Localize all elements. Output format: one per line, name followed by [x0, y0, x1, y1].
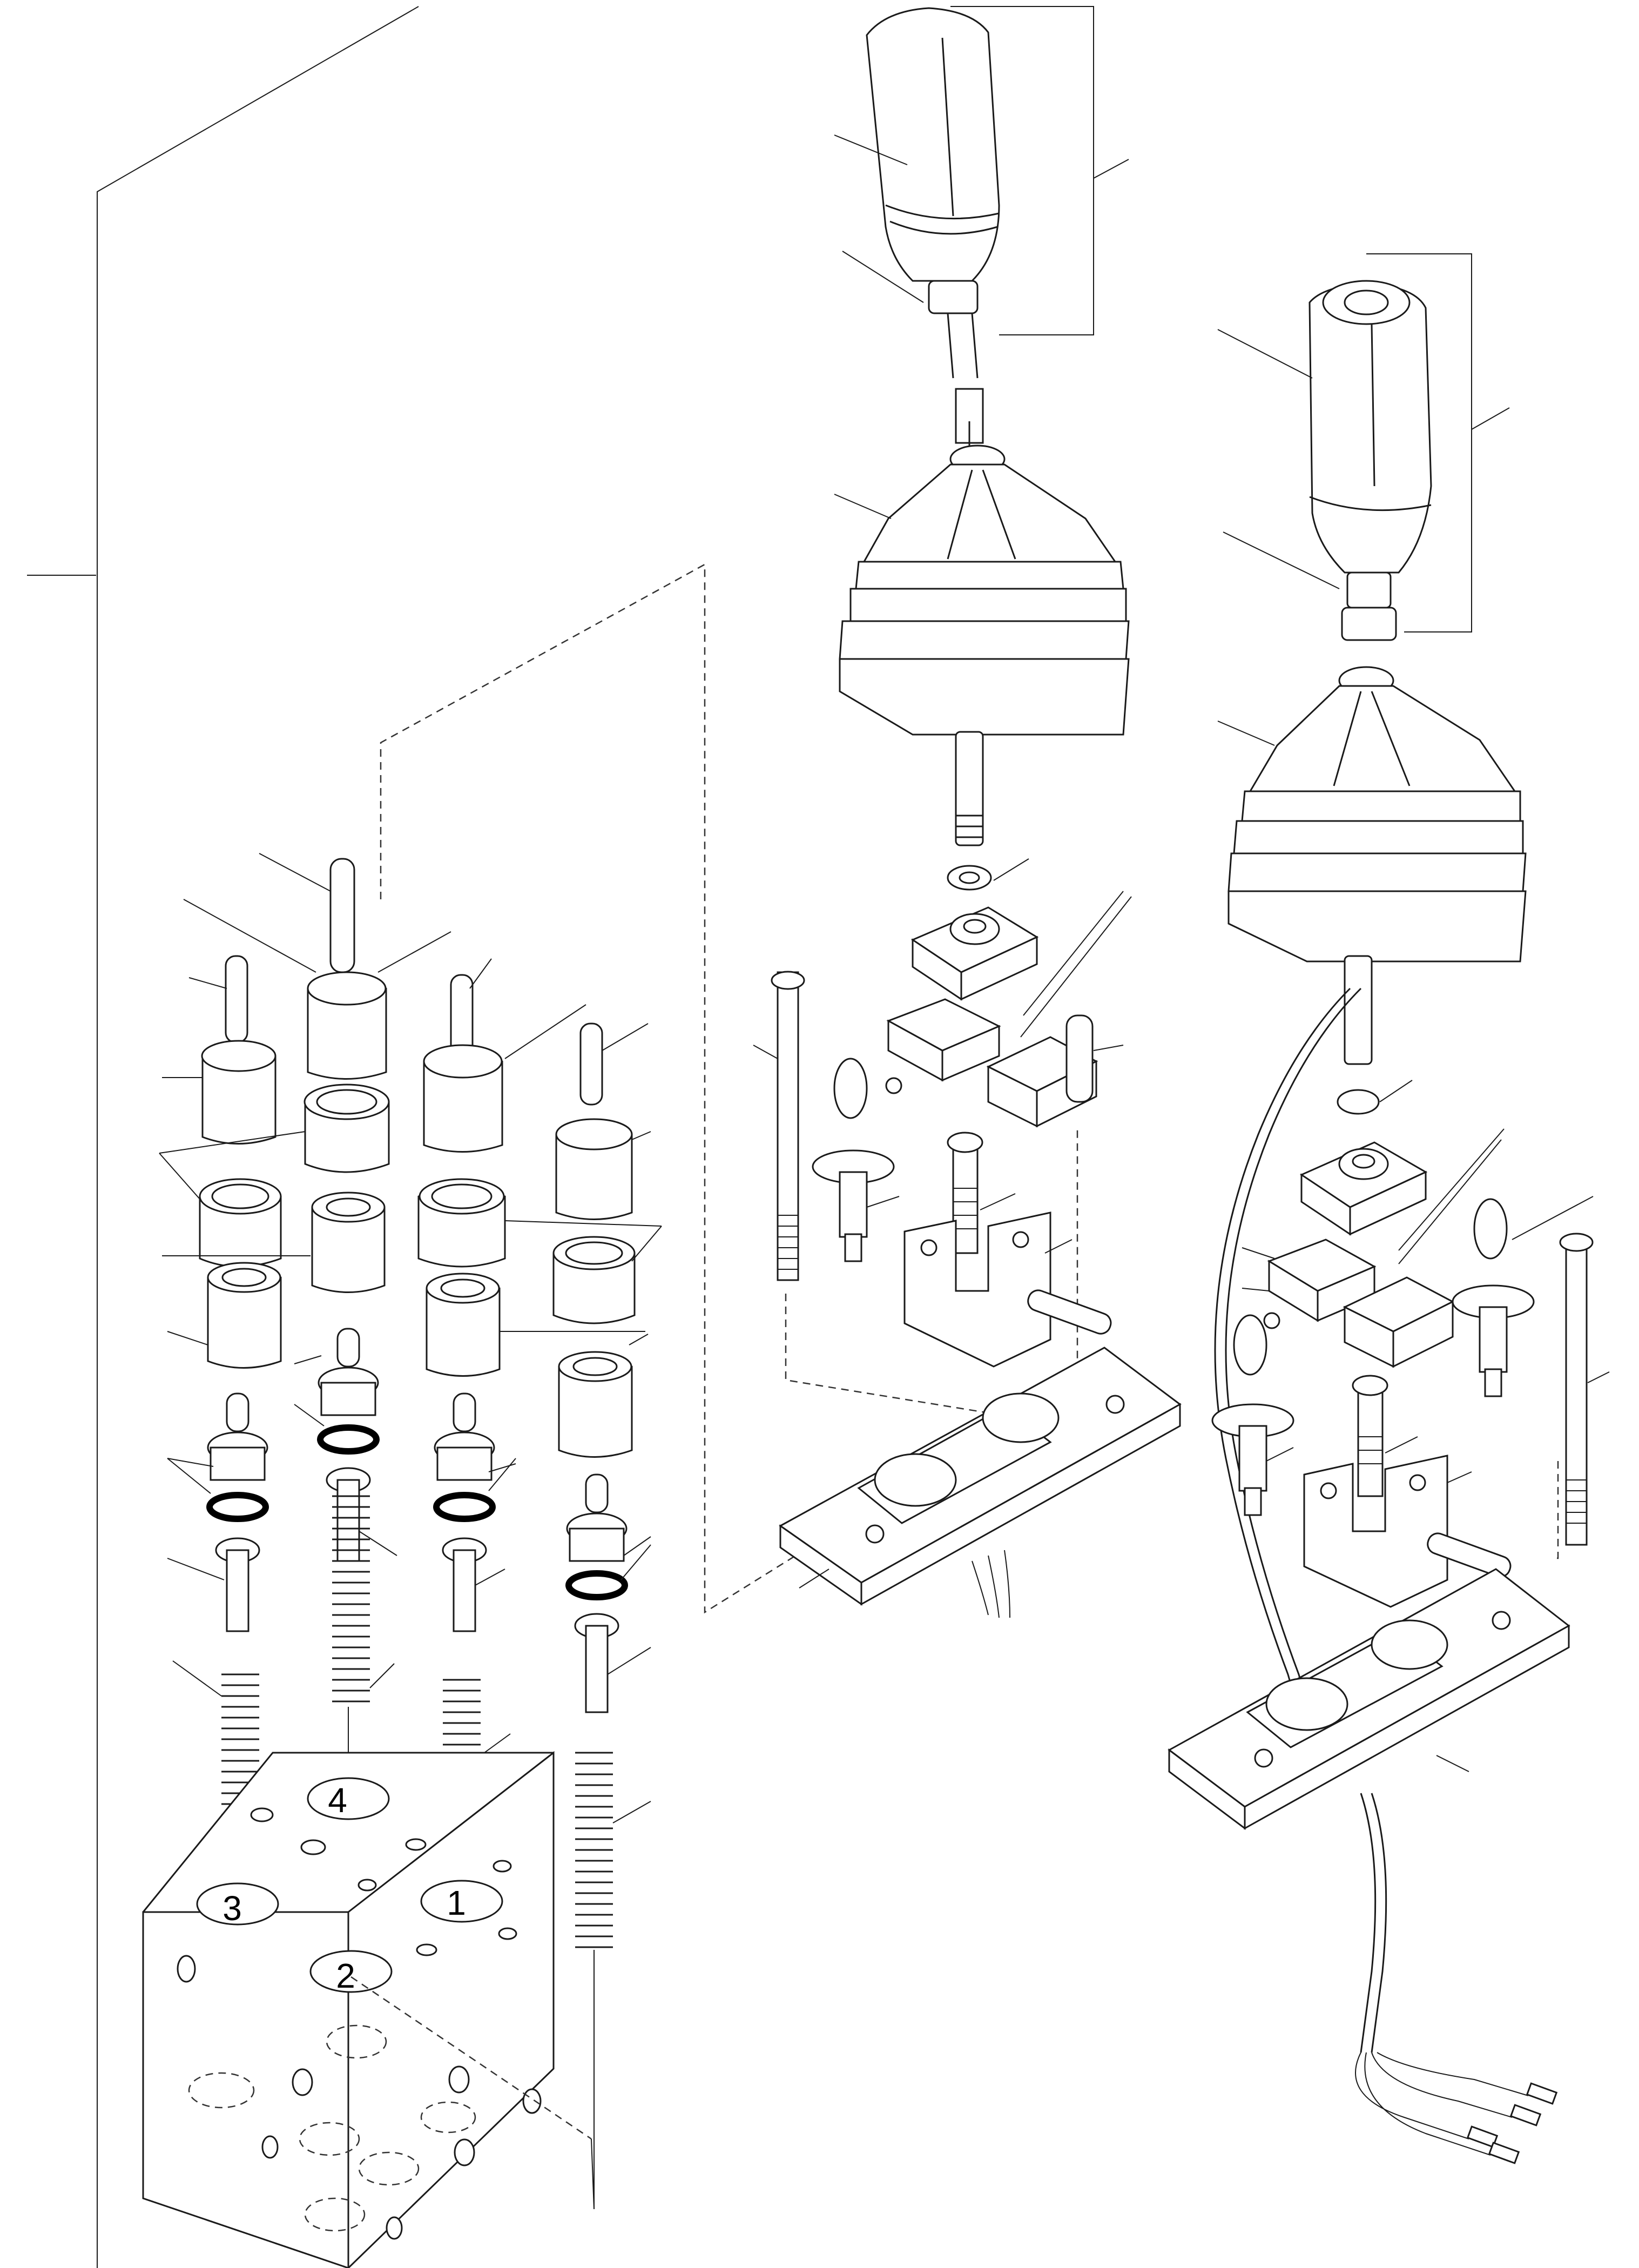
port-4-hole	[307, 1777, 390, 1820]
long-bolt-left	[753, 971, 805, 1281]
joystick-handle-left	[834, 6, 1129, 379]
plunger-right-b	[1211, 1314, 1294, 1516]
pivot-assembly-left	[885, 731, 1132, 1128]
port-label-1: 1	[447, 1883, 466, 1922]
port-label-2: 2	[336, 1956, 355, 1995]
port-labels: 1 2 3 4	[222, 1781, 466, 1995]
plunger-right-a	[1452, 1196, 1594, 1397]
joystick-handle-right	[1217, 253, 1510, 641]
rubber-boot-right	[1217, 666, 1527, 963]
port-1-hole	[420, 1880, 503, 1923]
clevis-right	[1303, 1375, 1512, 1608]
base-plate-left	[779, 1347, 1182, 1618]
port-label-3: 3	[222, 1889, 242, 1928]
long-bolt-right	[1559, 1233, 1610, 1546]
clevis-left	[903, 1132, 1112, 1368]
port-3-hole	[196, 1882, 279, 1926]
base-plate-right	[1168, 1568, 1570, 2164]
plunger-left	[812, 1058, 900, 1262]
valve-block	[142, 1751, 595, 2268]
port-label-4: 4	[328, 1781, 347, 1820]
rubber-boot-left	[834, 445, 1130, 736]
port-2-hole	[309, 1950, 393, 1993]
pivot-assembly-right	[1214, 955, 1505, 1721]
valve-stack	[159, 853, 662, 2209]
